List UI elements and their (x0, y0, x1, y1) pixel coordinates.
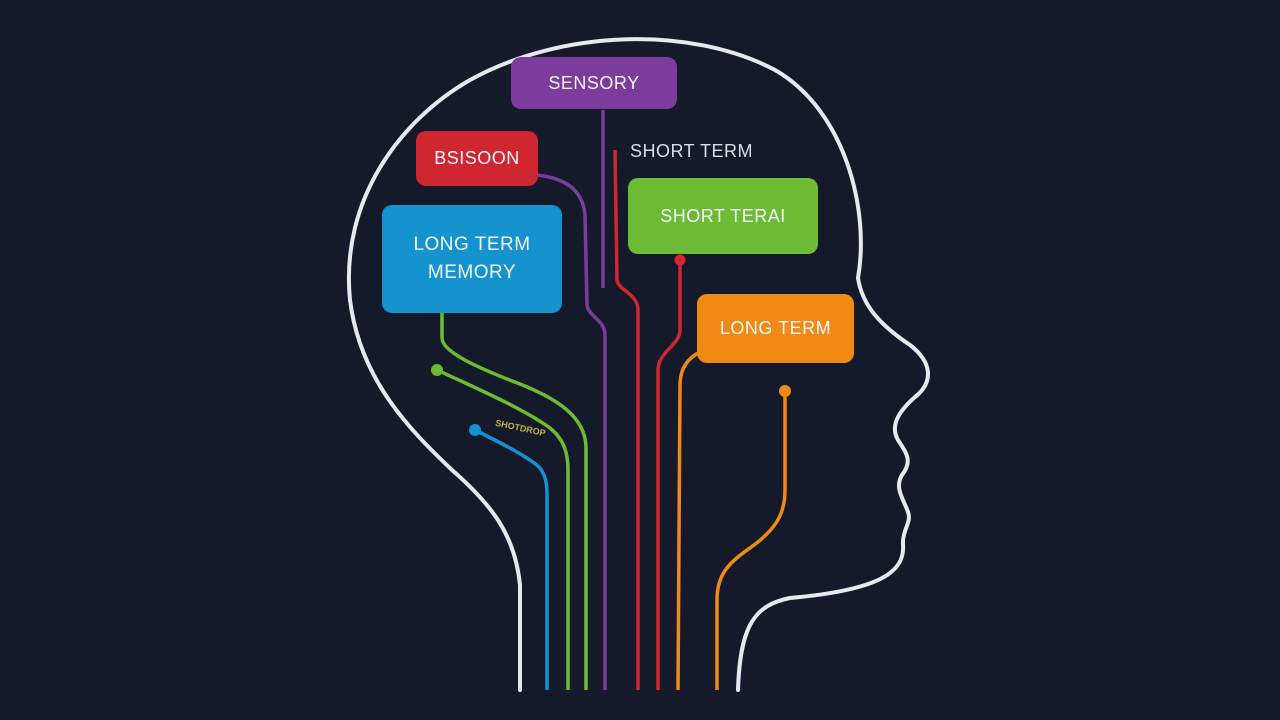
green-wire-from-memory-box (440, 312, 588, 690)
short-term-text: SHORT TERM (630, 141, 754, 161)
head-outline (346, 37, 930, 692)
sensory-box: SENSORY (511, 57, 677, 109)
red-wire-right (656, 262, 682, 690)
short-term-box: SHORT TERAI (628, 178, 818, 254)
orange-wire-node (779, 385, 791, 397)
red-wire-left (613, 149, 640, 690)
red-wire-node (674, 254, 686, 266)
blue-wire (474, 428, 549, 690)
long-term-box: LONG TERM (697, 294, 854, 363)
purple-wire-from-red-box (536, 173, 607, 690)
orange-wire-from-long-term-box (676, 350, 701, 691)
long-term-memory-box: LONG TERM MEMORY (382, 205, 562, 313)
green-wire-node (431, 364, 443, 376)
orange-wire-right (715, 392, 787, 690)
sensory-red-box: BSISOON (416, 131, 538, 186)
blue-wire-node (469, 424, 481, 436)
green-wire-lower (436, 368, 570, 690)
